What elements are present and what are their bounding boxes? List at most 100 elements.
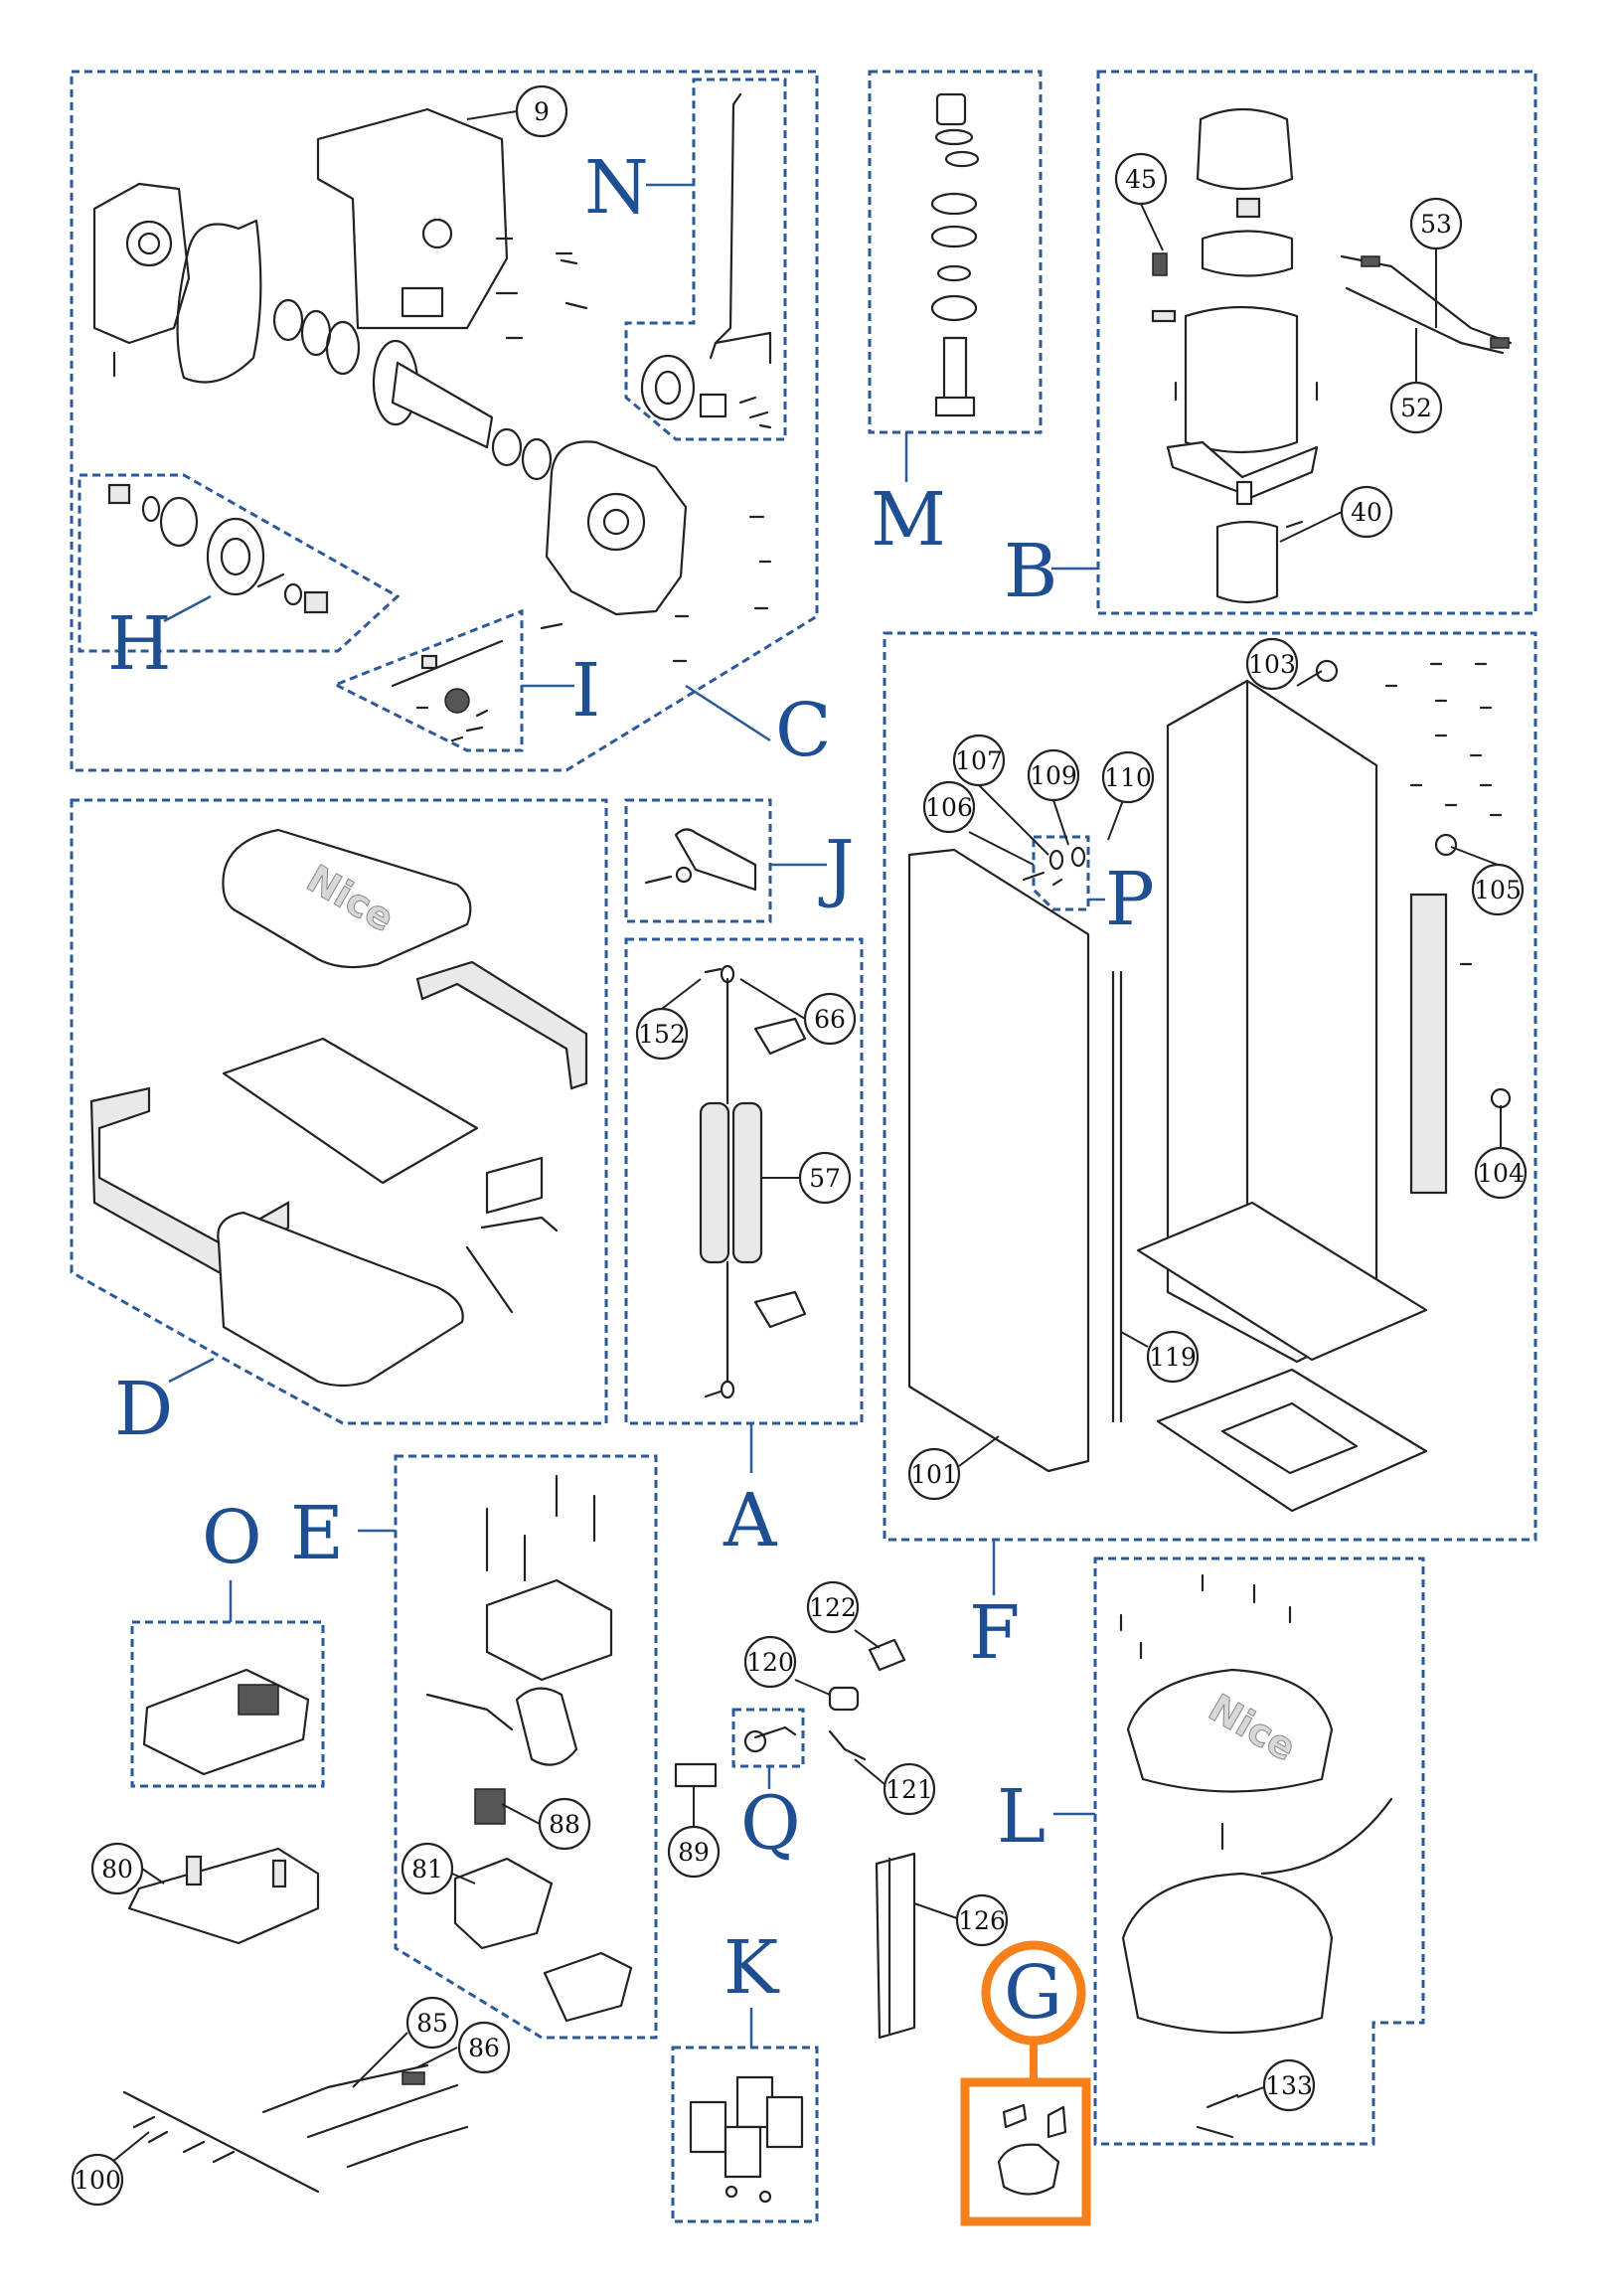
svg-text:9: 9 xyxy=(534,97,550,126)
section-letter-a[interactable]: A xyxy=(723,1423,778,1563)
section-letter-c[interactable]: C xyxy=(685,684,832,773)
part-label-53[interactable]: 53 xyxy=(1409,197,1463,328)
part-label-126[interactable]: 126 xyxy=(913,1893,1009,1947)
part-label-80[interactable]: 80 xyxy=(90,1842,165,1895)
group-outline-e[interactable] xyxy=(394,1454,658,2040)
top-cover-assembly: Nice xyxy=(1119,1573,1393,2139)
part-label-109[interactable]: 109 xyxy=(1027,748,1080,846)
group-outline-k[interactable] xyxy=(671,2046,819,2223)
svg-text:100: 100 xyxy=(74,2166,121,2195)
section-letter-n[interactable]: N xyxy=(584,145,694,231)
section-letter-j[interactable]: J xyxy=(770,825,855,910)
svg-text:81: 81 xyxy=(411,1855,443,1884)
svg-text:P: P xyxy=(1105,857,1155,942)
section-letter-h[interactable]: H xyxy=(107,594,212,687)
part-label-101[interactable]: 101 xyxy=(907,1435,1000,1501)
svg-text:F: F xyxy=(969,1590,1020,1676)
section-letter-k[interactable]: K xyxy=(724,1925,780,2048)
section-letter-l[interactable]: L xyxy=(997,1774,1095,1860)
bracket-j xyxy=(644,828,757,892)
svg-text:O: O xyxy=(202,1495,262,1580)
part-label-122[interactable]: 122 xyxy=(806,1580,881,1649)
section-letter-o[interactable]: O xyxy=(202,1495,262,1622)
group-outline-j[interactable] xyxy=(624,798,772,923)
group-outline-f[interactable] xyxy=(883,631,1537,1542)
motor-assembly xyxy=(1151,107,1513,604)
part-label-57[interactable]: 57 xyxy=(761,1151,852,1205)
part-label-104[interactable]: 104 xyxy=(1474,1105,1528,1200)
section-letter-q[interactable]: Q xyxy=(740,1766,801,1867)
section-letter-i[interactable]: I xyxy=(522,648,600,734)
part-label-152[interactable]: 152 xyxy=(635,978,702,1061)
column-assembly xyxy=(907,659,1512,1513)
svg-text:B: B xyxy=(1004,529,1057,614)
battery-boxes xyxy=(689,2075,804,2204)
part-label-133[interactable]: 133 xyxy=(1236,2058,1316,2112)
part-label-107[interactable]: 107 xyxy=(952,734,1049,856)
section-letter-b[interactable]: B xyxy=(1004,529,1098,614)
section-letter-e[interactable]: E xyxy=(290,1491,396,1576)
svg-text:120: 120 xyxy=(746,1648,794,1677)
part-label-105[interactable]: 105 xyxy=(1450,846,1525,916)
svg-text:C: C xyxy=(775,688,832,773)
group-outline-p xyxy=(1032,835,1090,911)
svg-text:M: M xyxy=(871,477,946,563)
group-outline-l[interactable] xyxy=(1093,1557,1425,2146)
group-outline-d[interactable] xyxy=(70,798,608,1425)
svg-text:I: I xyxy=(571,648,600,734)
part-label-110[interactable]: 110 xyxy=(1101,750,1155,841)
part-label-89[interactable]: 89 xyxy=(667,1786,721,1879)
svg-text:104: 104 xyxy=(1477,1159,1525,1188)
bolt-stack xyxy=(930,92,980,417)
part-label-88[interactable]: 88 xyxy=(501,1797,591,1851)
svg-text:105: 105 xyxy=(1474,876,1522,904)
group-outline-b[interactable] xyxy=(1096,70,1537,615)
section-letter-m[interactable]: M xyxy=(871,432,946,563)
part-label-106[interactable]: 106 xyxy=(922,780,1035,866)
gear-pieces xyxy=(107,483,329,614)
part-label-85[interactable]: 85 xyxy=(352,1996,459,2088)
svg-text:110: 110 xyxy=(1104,763,1152,792)
group-outline-c xyxy=(70,70,819,772)
part-label-66[interactable]: 66 xyxy=(739,978,857,1046)
part-label-86[interactable]: 86 xyxy=(416,2021,511,2074)
svg-text:57: 57 xyxy=(809,1164,841,1193)
svg-text:119: 119 xyxy=(1149,1343,1197,1372)
control-board xyxy=(142,1668,310,1776)
section-letter-d[interactable]: D xyxy=(114,1357,215,1452)
group-outline-a[interactable] xyxy=(624,937,864,1425)
section-letter-p[interactable]: P xyxy=(1088,857,1155,942)
section-letter-f[interactable]: F xyxy=(969,1540,1020,1676)
part-label-40[interactable]: 40 xyxy=(1279,485,1393,543)
svg-text:88: 88 xyxy=(549,1810,580,1839)
svg-text:D: D xyxy=(114,1367,173,1452)
svg-text:107: 107 xyxy=(955,746,1003,775)
group-outline-o[interactable] xyxy=(130,1620,325,1788)
group-outline-m[interactable] xyxy=(868,70,1043,434)
part-label-9[interactable]: 9 xyxy=(466,84,568,138)
section-g-highlight[interactable]: G xyxy=(960,1940,1091,2226)
svg-text:J: J xyxy=(818,825,855,910)
svg-text:80: 80 xyxy=(101,1855,133,1884)
part-label-103[interactable]: 103 xyxy=(1245,637,1323,691)
part-label-45[interactable]: 45 xyxy=(1114,152,1168,251)
svg-text:121: 121 xyxy=(886,1775,933,1804)
svg-text:G: G xyxy=(1004,1950,1062,2036)
group-outline-q[interactable] xyxy=(731,1708,805,1768)
svg-text:133: 133 xyxy=(1265,2071,1313,2100)
svg-text:85: 85 xyxy=(416,2009,448,2038)
electronics-assembly xyxy=(425,1474,633,2023)
svg-text:H: H xyxy=(107,601,172,687)
gearbox-parts xyxy=(92,107,772,663)
part-label-100[interactable]: 100 xyxy=(71,2131,150,2207)
part-label-119[interactable]: 119 xyxy=(1120,1330,1200,1384)
svg-text:103: 103 xyxy=(1248,650,1296,679)
part-label-120[interactable]: 120 xyxy=(743,1635,831,1696)
svg-text:101: 101 xyxy=(910,1460,958,1489)
svg-text:N: N xyxy=(584,145,649,231)
part-label-121[interactable]: 121 xyxy=(854,1758,936,1816)
svg-text:45: 45 xyxy=(1125,165,1157,194)
part-label-52[interactable]: 52 xyxy=(1389,328,1443,434)
part-label-81[interactable]: 81 xyxy=(401,1842,476,1895)
